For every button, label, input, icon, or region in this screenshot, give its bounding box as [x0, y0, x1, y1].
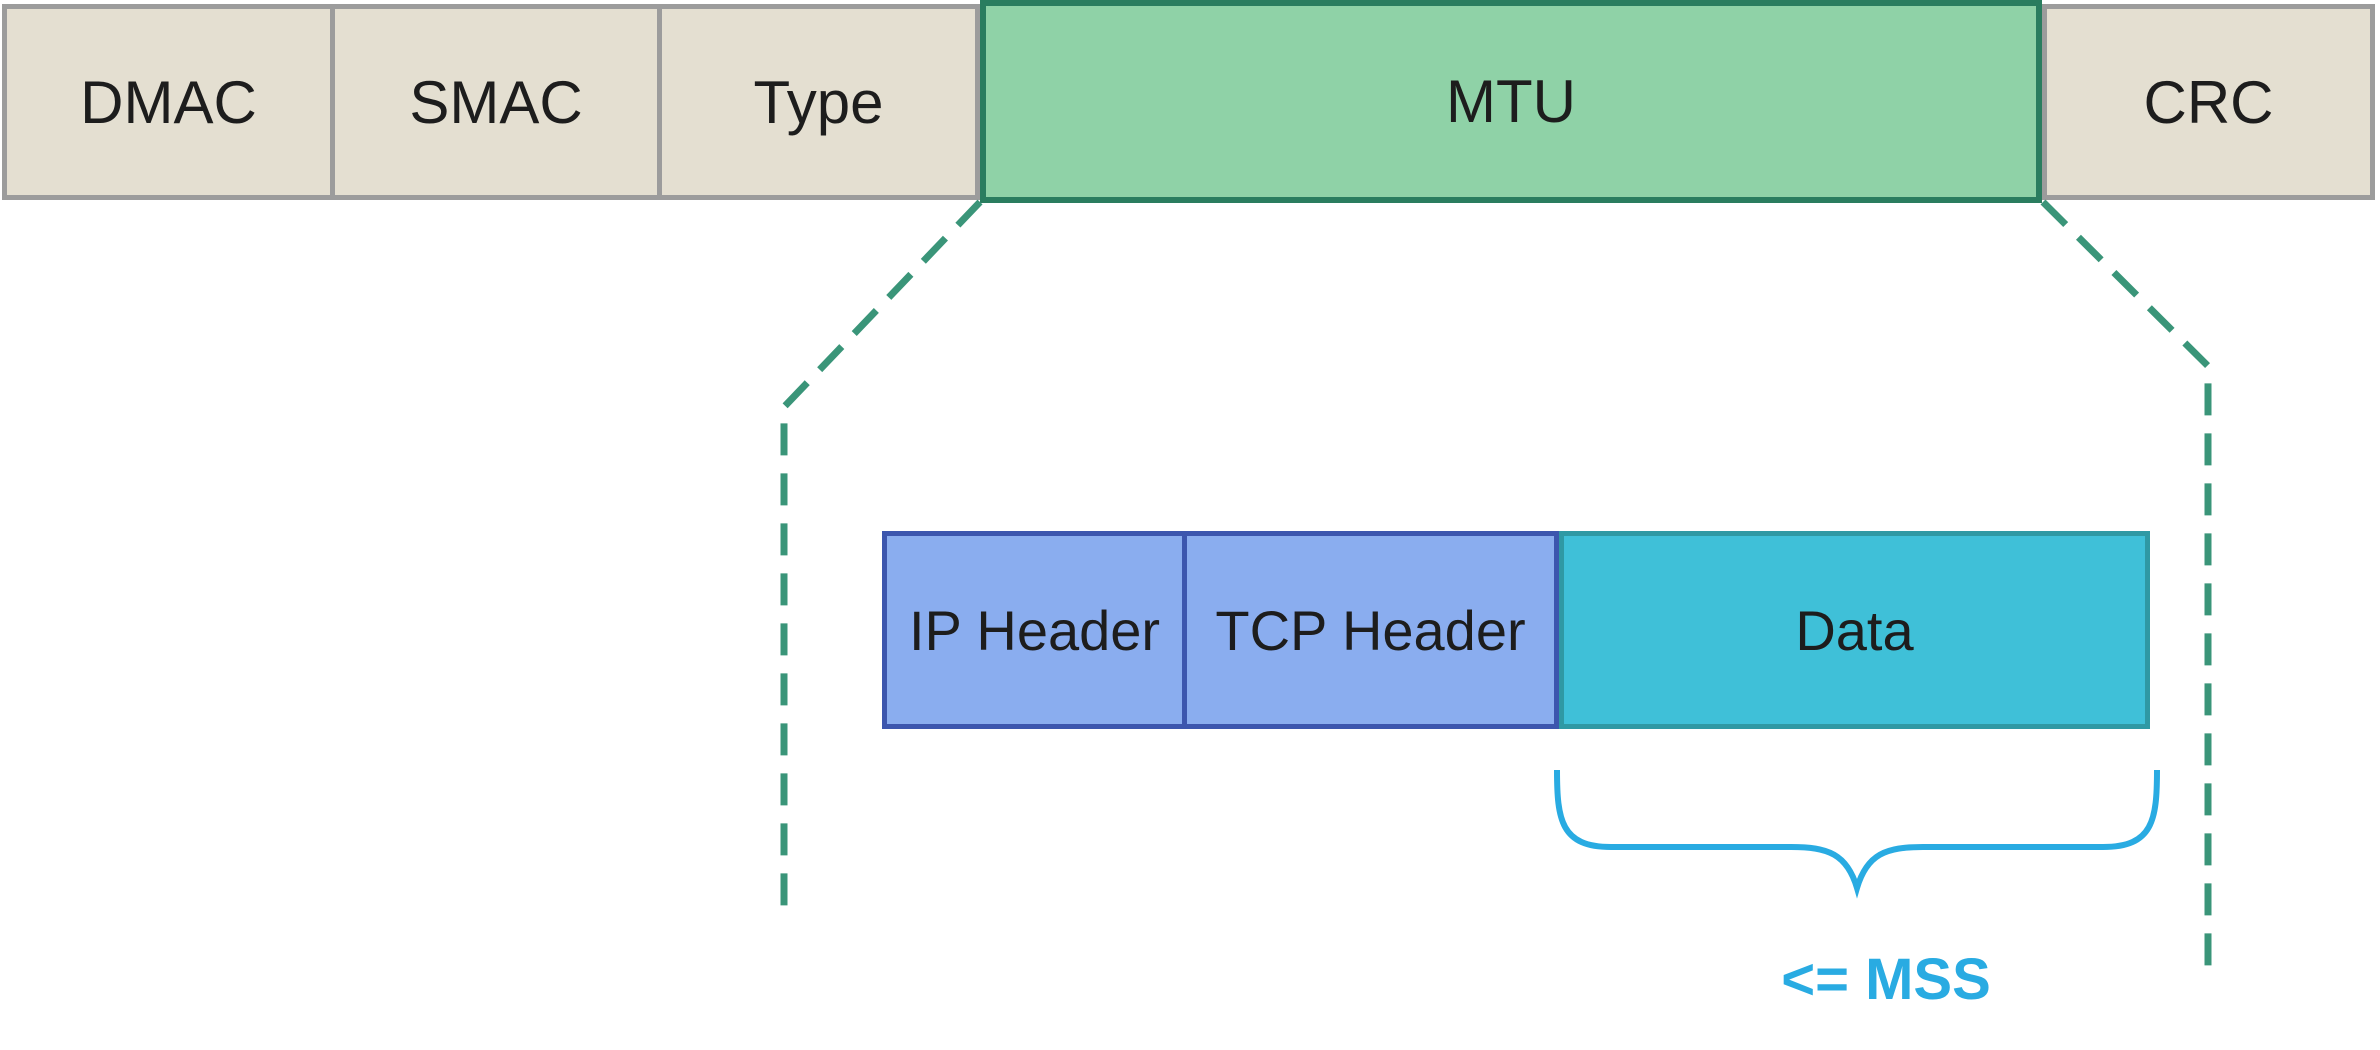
field-mtu-label: MTU [1446, 68, 1576, 135]
field-data-label: Data [1795, 598, 1914, 662]
mtu-contents-group: IP Header TCP Header [882, 531, 1559, 729]
frame-header-group: DMAC SMAC Type [2, 4, 980, 200]
field-tcp-header: TCP Header [1182, 536, 1554, 724]
field-crc: CRC [2042, 4, 2375, 200]
mss-label: <= MSS [1781, 947, 1991, 1012]
mss-brace [1554, 769, 2160, 899]
field-type-label: Type [753, 68, 884, 136]
field-smac: SMAC [330, 9, 657, 195]
field-crc-label: CRC [2143, 68, 2274, 136]
field-type: Type [657, 9, 975, 195]
field-dmac-label: DMAC [80, 68, 257, 136]
field-tcp-header-label: TCP Header [1215, 598, 1526, 662]
field-mtu: MTU [980, 0, 2042, 203]
field-ip-header: IP Header [887, 536, 1182, 724]
field-data: Data [1559, 531, 2150, 729]
field-ip-header-label: IP Header [908, 598, 1161, 662]
field-dmac: DMAC [7, 9, 330, 195]
field-smac-label: SMAC [409, 68, 583, 136]
